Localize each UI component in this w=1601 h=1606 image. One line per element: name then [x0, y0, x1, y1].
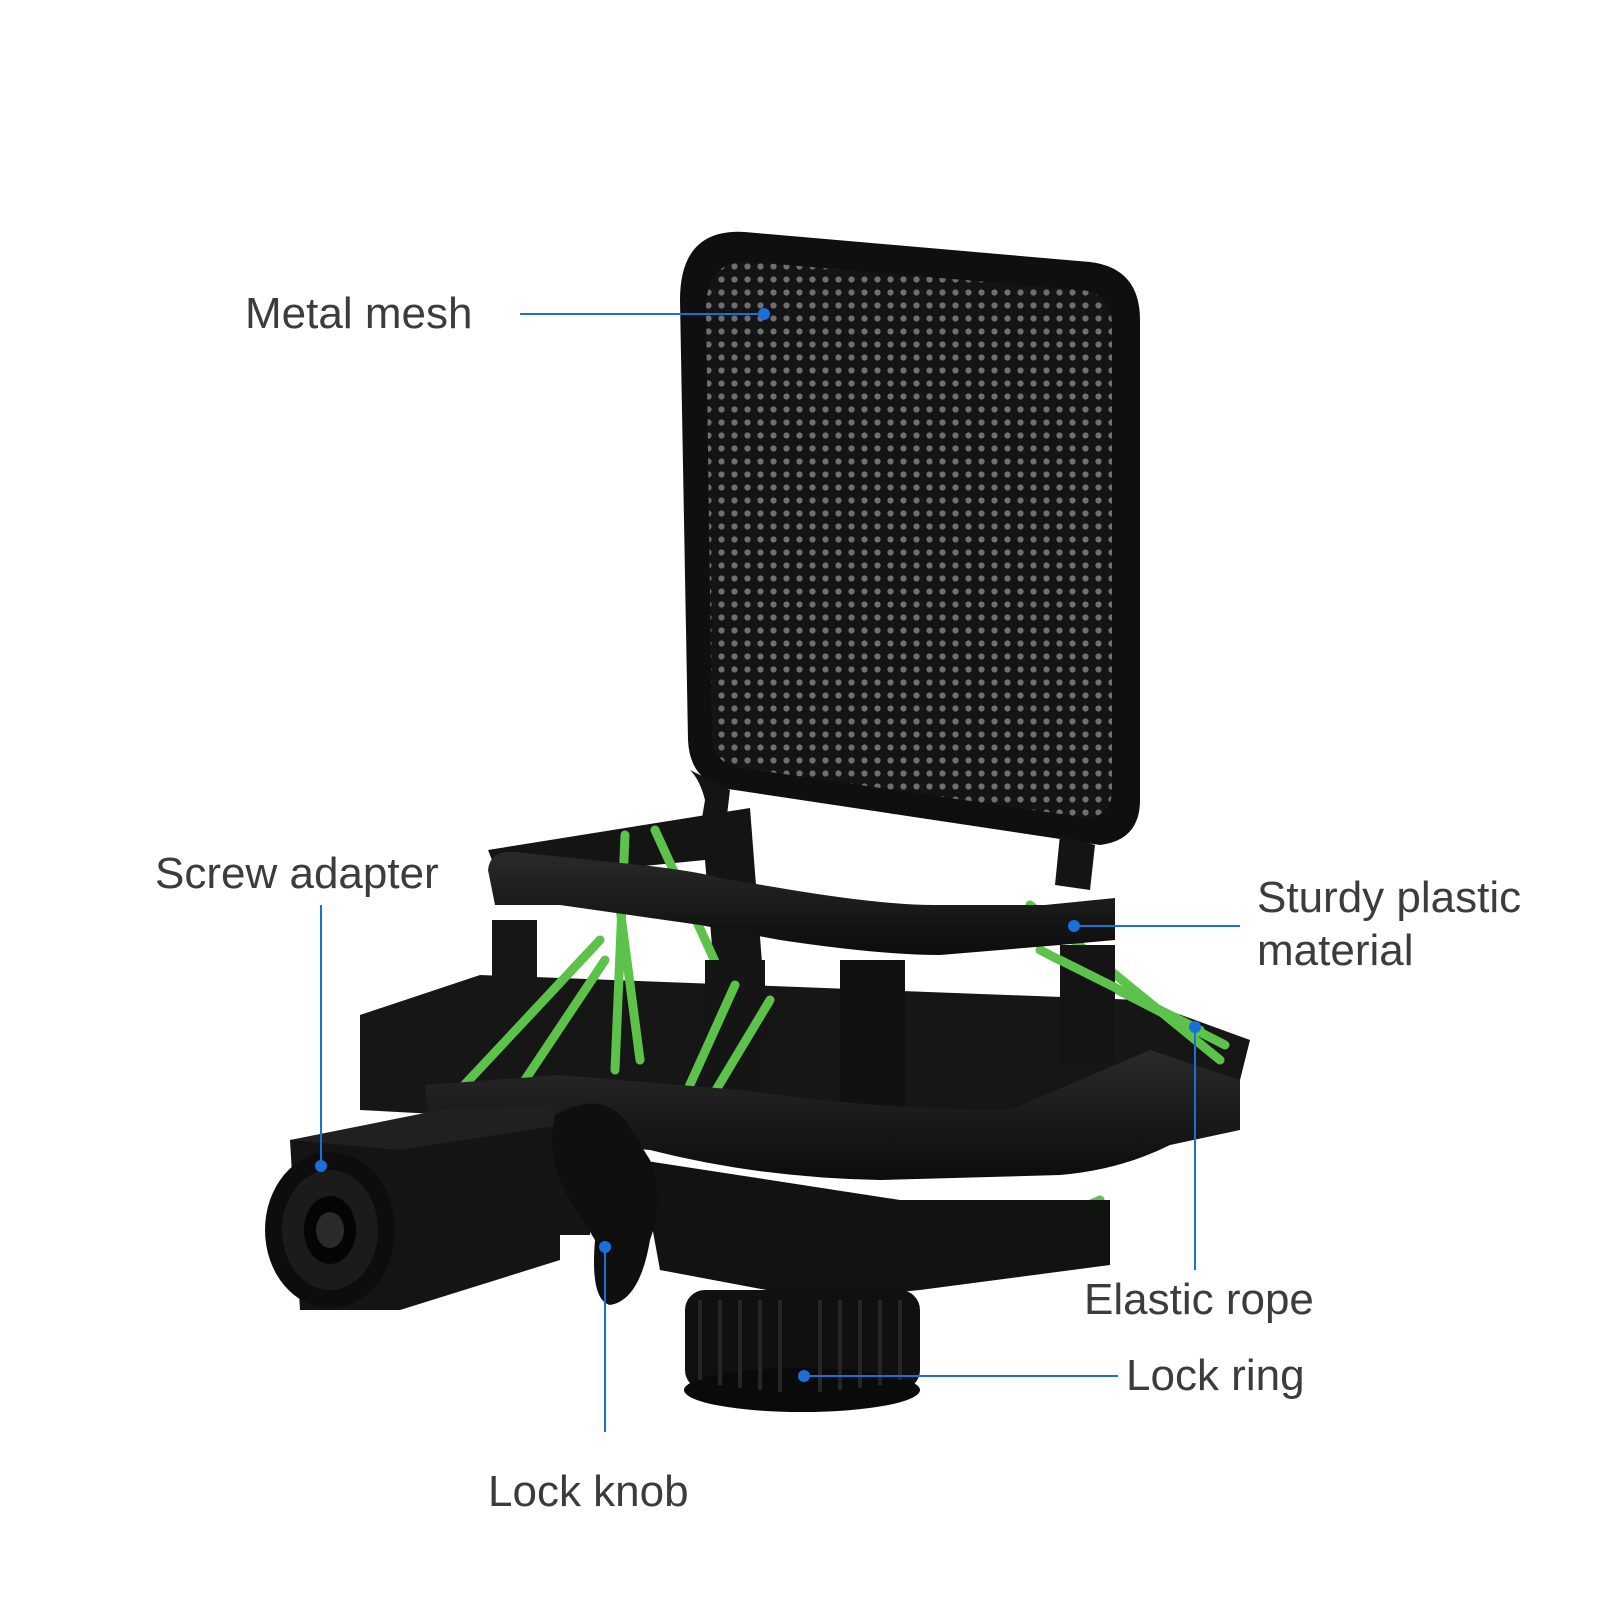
label-sturdy-plastic-line2: material [1257, 925, 1414, 975]
dot-lock-knob [599, 1241, 611, 1253]
lower-body [640, 1160, 1110, 1300]
metal-mesh-surface [706, 261, 1112, 818]
dot-sturdy-plastic [1068, 920, 1080, 932]
dot-lock-ring [798, 1370, 810, 1382]
adapter-arm-top [290, 1105, 560, 1150]
right-hinge [1055, 835, 1095, 890]
lock-ring-part [684, 1290, 920, 1412]
label-elastic-rope: Elastic rope [1084, 1275, 1314, 1324]
dot-metal-mesh [758, 308, 770, 320]
dot-elastic-rope [1189, 1021, 1201, 1033]
label-lock-ring: Lock ring [1126, 1351, 1305, 1400]
lock-knob-part [520, 1103, 658, 1305]
label-metal-mesh: Metal mesh [245, 289, 473, 338]
screw-adapter-part [265, 1152, 395, 1308]
label-lock-knob: Lock knob [488, 1467, 689, 1516]
leader-lines [320, 313, 1240, 1432]
upper-frame-ring [488, 851, 1115, 955]
dot-screw-adapter [315, 1160, 327, 1172]
label-screw-adapter: Screw adapter [155, 849, 439, 898]
post-left [492, 920, 537, 1080]
label-sturdy-plastic: Sturdy plastic material [1257, 872, 1577, 978]
label-sturdy-plastic-line1: Sturdy plastic [1257, 873, 1522, 922]
leader-dots [315, 308, 1201, 1382]
